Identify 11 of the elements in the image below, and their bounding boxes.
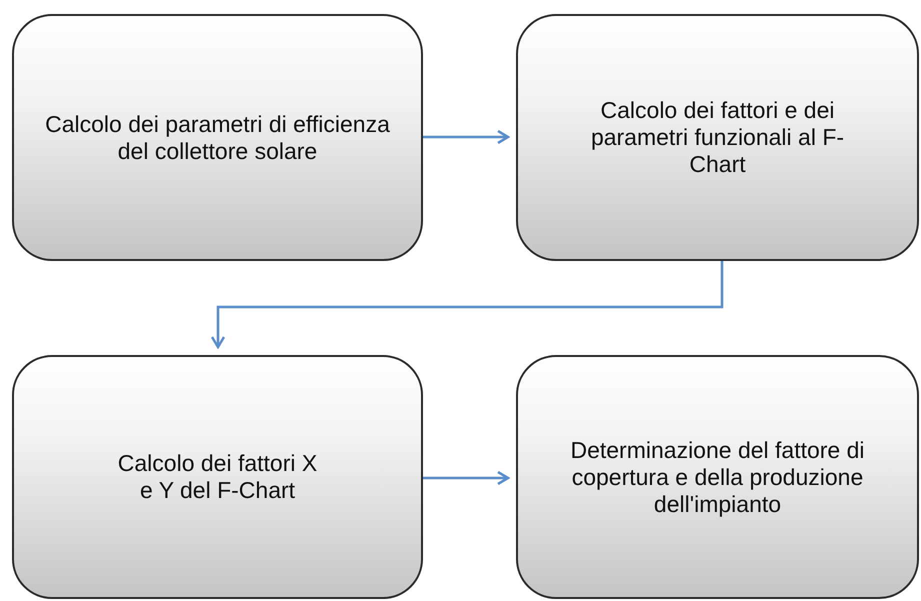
process-box bbox=[12, 355, 423, 599]
arrow bbox=[210, 261, 724, 348]
process-box bbox=[516, 14, 919, 261]
box-text: Calcolo dei fattori e dei parametri funzionali al F-Chart bbox=[590, 97, 846, 178]
box-text: Calcolo dei parametri di efficienza del collettore solare bbox=[44, 110, 391, 164]
process-box bbox=[516, 355, 919, 599]
box-text: Calcolo dei fattori X e Y del F-Chart bbox=[116, 450, 318, 504]
process-box bbox=[12, 14, 423, 261]
box-text: Determinazione del fattore di copertura e della produzione dell'impianto bbox=[569, 436, 866, 518]
arrow bbox=[423, 470, 510, 486]
arrow bbox=[423, 130, 510, 144]
